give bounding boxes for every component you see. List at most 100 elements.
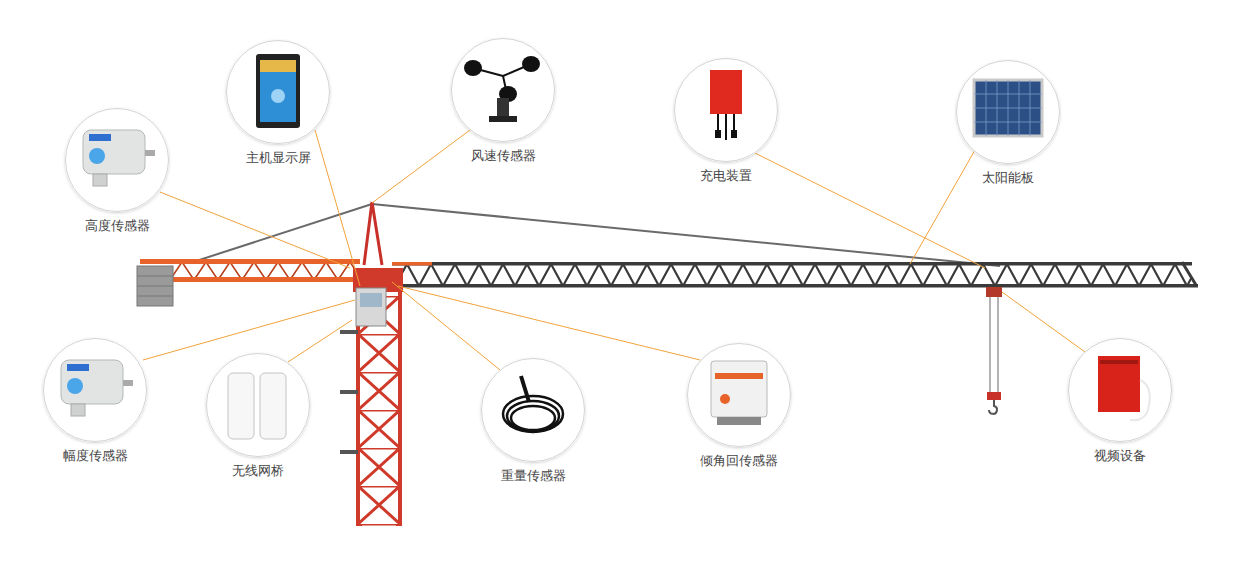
weight-sensor-icon-part <box>511 406 555 430</box>
charger-icon-part <box>731 130 737 138</box>
callout-grounds-part <box>206 353 310 457</box>
callout-grounds-part <box>956 60 1060 164</box>
circle-outline <box>674 58 778 162</box>
circle-outline <box>43 338 147 442</box>
weight-sensor-icon <box>503 376 563 432</box>
circle-outline <box>65 108 169 212</box>
counter-jib-part <box>140 259 360 264</box>
circle-border <box>1069 339 1172 442</box>
counter-jib-part <box>137 276 173 296</box>
charger-icon <box>710 70 742 140</box>
video-icon <box>1098 356 1150 420</box>
callout-circle: 无线网桥 <box>206 353 310 479</box>
sensor-icon-part <box>93 174 107 186</box>
tie-bars <box>190 204 1000 266</box>
crane-apex <box>364 202 382 265</box>
counter-jib <box>137 259 360 306</box>
circle-border <box>675 59 778 162</box>
jib-part <box>392 262 1192 266</box>
leader-lines-part <box>372 130 470 203</box>
callout-circle: 重量传感器 <box>481 358 585 484</box>
sensor-icon-part <box>89 148 105 164</box>
jib <box>392 262 1198 288</box>
callout-circle: 高度传感器 <box>65 108 169 234</box>
mast <box>340 268 403 526</box>
circle-border <box>688 344 791 447</box>
video-icon-part <box>1100 360 1138 364</box>
sensor-icon <box>83 130 155 186</box>
trolley-hook-part <box>989 297 991 395</box>
leader-lines-part <box>910 150 975 264</box>
leader-lines-part <box>143 300 355 360</box>
trolley-hook-part <box>997 297 999 395</box>
trolley-hook <box>986 287 1002 414</box>
callout-grounds-part <box>451 38 555 142</box>
tilt-sensor-icon-part <box>715 373 763 379</box>
leader-lines-part <box>392 282 500 370</box>
bridge-icon-part <box>228 373 254 439</box>
sensor-icon-part <box>67 364 89 371</box>
part-label: 幅度传感器 <box>43 448 147 464</box>
leader-lines-part <box>398 286 700 360</box>
circle-outline <box>206 353 310 457</box>
screen-icon <box>256 54 300 128</box>
tilt-sensor-icon-part <box>720 394 730 404</box>
solar-panel-icon-part <box>974 80 1042 136</box>
screen-icon-part <box>260 60 296 122</box>
sensor-icon-part <box>89 134 111 141</box>
callout-grounds-part <box>226 40 330 144</box>
video-icon-part <box>1130 380 1150 420</box>
bridge-icon-part <box>260 373 286 439</box>
weight-sensor-icon-part <box>507 401 559 431</box>
callout-grounds-part <box>65 108 169 212</box>
part-label: 风速传感器 <box>451 148 555 164</box>
mast-part <box>356 288 386 326</box>
callout-circle: 充电装置 <box>674 58 778 184</box>
jib-part <box>392 262 432 266</box>
callout-grounds-part <box>481 358 585 462</box>
circle-outline <box>451 38 555 142</box>
mast-part <box>360 293 382 307</box>
part-label: 无线网桥 <box>206 463 310 479</box>
jib-part <box>1182 262 1196 285</box>
anemometer-icon <box>464 56 540 122</box>
anemometer-icon-part <box>464 60 482 76</box>
mast-part <box>340 450 358 454</box>
callout-grounds <box>43 38 1172 462</box>
charger-icon-part <box>715 130 721 138</box>
callout-circle: 视频设备 <box>1068 338 1172 464</box>
sensor-icon-part <box>61 360 123 404</box>
weight-sensor-icon-part <box>521 376 529 402</box>
part-label: 倾角回传感器 <box>687 453 791 469</box>
callout-grounds-part <box>674 58 778 162</box>
screen-icon-part <box>256 54 300 128</box>
anemometer-icon-part <box>489 116 517 122</box>
sensor-icon-part <box>123 380 133 386</box>
leader-lines <box>143 130 1085 370</box>
sensor-icon-part <box>83 130 145 174</box>
circle-border <box>207 354 310 457</box>
leader-lines-part <box>160 192 350 268</box>
part-label: 充电装置 <box>674 168 778 184</box>
circle-outline <box>481 358 585 462</box>
counter-jib-part <box>137 266 173 306</box>
trolley-hook-part <box>986 287 1002 297</box>
circle-border <box>957 61 1060 164</box>
callout-circle: 主机显示屏 <box>226 40 330 166</box>
callout-circle: 倾角回传感器 <box>687 343 791 469</box>
circle-outline <box>687 343 791 447</box>
tie-bars-part <box>372 204 1000 266</box>
callout-grounds-part <box>687 343 791 447</box>
charger-icon-part <box>710 70 742 114</box>
trolley-hook-part <box>987 392 1001 400</box>
circle-border <box>227 41 330 144</box>
jib-part <box>395 264 1191 286</box>
screen-icon-part <box>271 89 285 103</box>
sensor-icon <box>61 360 133 416</box>
anemometer-icon-part <box>522 56 540 72</box>
bridge-icon <box>228 373 286 439</box>
solar-panel-icon <box>974 80 1042 136</box>
tilt-sensor-icon <box>711 361 767 425</box>
